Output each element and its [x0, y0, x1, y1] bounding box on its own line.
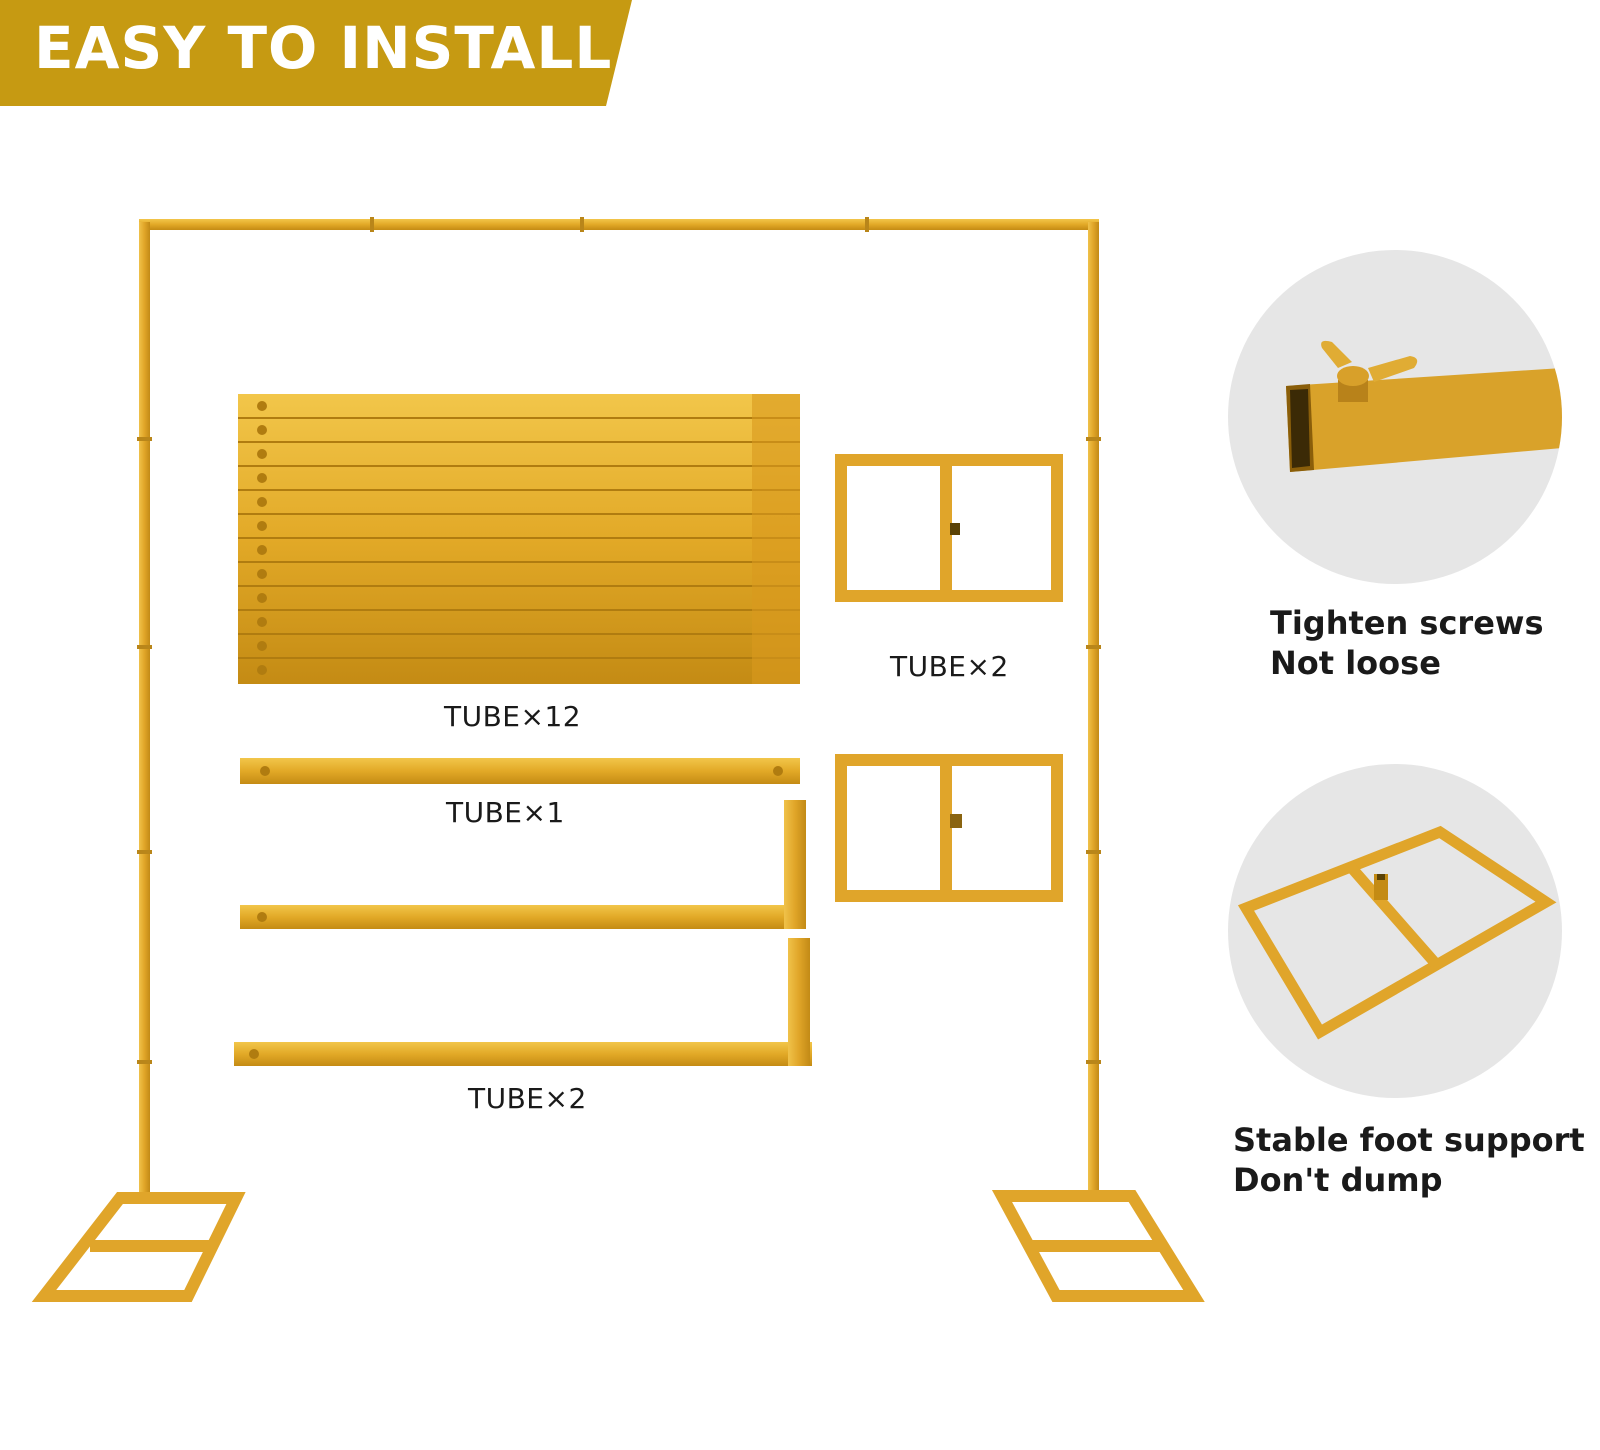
screw-caption-line1: Tighten screws — [1270, 604, 1544, 642]
parts-label-l-tubes: TUBE×2 — [468, 1082, 587, 1115]
base-caption-line1: Stable foot support — [1233, 1121, 1585, 1159]
base-detail-circle — [1228, 764, 1562, 1098]
l-tube-upper — [240, 800, 806, 929]
base-caption: Stable foot support Don't dump — [1233, 1120, 1585, 1200]
base-caption-line2: Don't dump — [1233, 1161, 1443, 1199]
base-frame-part-lower — [835, 754, 1063, 902]
install-banner: EASY TO INSTALL — [0, 0, 640, 106]
l-tube-lower — [234, 938, 812, 1066]
screw-detail-circle — [1228, 250, 1562, 584]
screw-caption: Tighten screws Not loose — [1270, 603, 1544, 683]
base-frame-part-upper — [835, 454, 1063, 602]
tube-bundle — [238, 394, 800, 684]
right-base — [991, 1190, 1205, 1302]
banner-shape — [0, 0, 632, 106]
parts-label-straight: TUBE×1 — [446, 796, 565, 829]
straight-tube — [240, 758, 800, 784]
parts-label-frames-top: TUBE×2 — [890, 650, 1009, 683]
wing-screw-icon — [1286, 340, 1562, 472]
screw-caption-line2: Not loose — [1270, 644, 1441, 682]
left-base — [31, 1192, 246, 1302]
parts-label-bundle: TUBE×12 — [444, 700, 582, 733]
assembled-frame — [137, 217, 1101, 1197]
banner-title: EASY TO INSTALL — [34, 14, 613, 82]
base-frame-icon — [1237, 825, 1557, 1040]
